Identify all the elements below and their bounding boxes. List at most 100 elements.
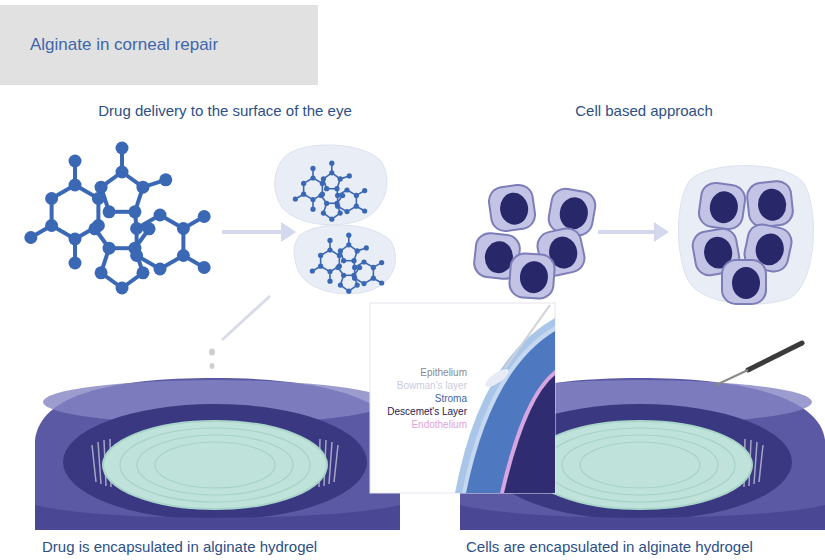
eye-globe xyxy=(35,378,400,530)
atom xyxy=(116,282,129,295)
atom xyxy=(362,208,367,213)
atom xyxy=(24,231,37,244)
atom xyxy=(321,176,326,181)
cell-membrane xyxy=(746,180,794,228)
layer-label: Descemet's Layer xyxy=(370,405,467,418)
atom xyxy=(341,273,346,278)
hydrogel-blob xyxy=(678,166,813,305)
hydrogel-blob xyxy=(275,145,387,225)
title-band xyxy=(0,5,318,85)
atom xyxy=(136,181,149,194)
atom xyxy=(293,196,298,201)
cornea-lens xyxy=(103,421,327,509)
cell-membrane xyxy=(487,183,537,233)
atom xyxy=(324,201,329,206)
atom xyxy=(69,179,82,192)
atom xyxy=(310,166,315,171)
atom xyxy=(69,155,82,168)
hydrogel-blob xyxy=(294,225,396,294)
atom xyxy=(361,281,366,286)
atom xyxy=(338,283,343,288)
atom xyxy=(340,193,345,198)
process-arrow-head xyxy=(654,222,669,242)
molecule-structure xyxy=(310,233,385,294)
atom xyxy=(69,257,82,270)
atom xyxy=(346,233,351,238)
endothelium-layer xyxy=(504,375,555,493)
atom xyxy=(354,193,359,198)
cell-membrane xyxy=(509,253,556,300)
atom xyxy=(327,269,332,274)
atom xyxy=(371,265,376,270)
atom xyxy=(95,181,108,194)
atom xyxy=(335,265,340,270)
eye-lower-band xyxy=(35,505,400,530)
atom xyxy=(346,289,351,294)
descemet-layer xyxy=(500,370,555,493)
atom xyxy=(310,268,315,273)
atom xyxy=(327,279,332,284)
atom xyxy=(116,166,129,179)
atom xyxy=(362,188,367,193)
atom xyxy=(95,266,108,279)
cell-nucleus xyxy=(708,189,740,225)
cross-section-frame xyxy=(370,303,555,493)
atom xyxy=(329,217,334,222)
cornea-layers xyxy=(455,305,555,493)
atom xyxy=(379,260,384,265)
diagram-title: Alginate in corneal repair xyxy=(30,35,218,55)
atom xyxy=(338,176,343,181)
cell-nucleus xyxy=(732,267,760,299)
atom xyxy=(355,248,360,253)
atom xyxy=(338,248,343,253)
atom xyxy=(103,242,116,255)
atom xyxy=(143,222,156,235)
atom xyxy=(92,192,105,205)
drop xyxy=(209,349,215,356)
atom xyxy=(177,249,190,262)
process-arrow-head xyxy=(281,222,296,242)
atom xyxy=(334,201,339,206)
cell xyxy=(722,260,766,304)
layer-label-panel: EpitheliumBowman's layerStromaDescemet's… xyxy=(370,303,555,493)
cell-nucleus xyxy=(557,195,590,231)
atom xyxy=(334,186,339,191)
atom xyxy=(352,265,357,270)
atom xyxy=(103,205,116,218)
layer-label: Stroma xyxy=(370,392,467,405)
atom xyxy=(329,161,334,166)
label-column: EpitheliumBowman's layerStromaDescemet's… xyxy=(370,366,467,431)
injected-cells xyxy=(483,366,512,390)
atom xyxy=(321,211,326,216)
cornea-ring xyxy=(137,435,293,495)
atom xyxy=(357,265,362,270)
atom xyxy=(154,263,167,276)
atom xyxy=(338,211,343,216)
atom xyxy=(318,264,323,269)
atom xyxy=(371,276,376,281)
atom xyxy=(361,259,366,264)
atom xyxy=(130,222,143,235)
atom xyxy=(69,233,82,246)
layer-label: Bowman's layer xyxy=(370,379,467,392)
injection-needle xyxy=(505,305,550,368)
stroma-layer xyxy=(466,331,555,493)
cell-nucleus xyxy=(519,260,549,294)
atom xyxy=(301,192,306,197)
atom xyxy=(310,207,315,212)
atom xyxy=(318,253,323,258)
atom xyxy=(327,247,332,252)
atom xyxy=(337,253,342,258)
bowman-layer xyxy=(462,326,555,493)
atom xyxy=(344,187,349,192)
drop xyxy=(210,363,215,369)
atom xyxy=(351,273,356,278)
atom xyxy=(351,258,356,263)
atom xyxy=(198,210,211,223)
molecule-structure xyxy=(293,161,368,222)
atom xyxy=(45,219,58,232)
molecule-group xyxy=(24,142,384,295)
atom xyxy=(341,258,346,263)
